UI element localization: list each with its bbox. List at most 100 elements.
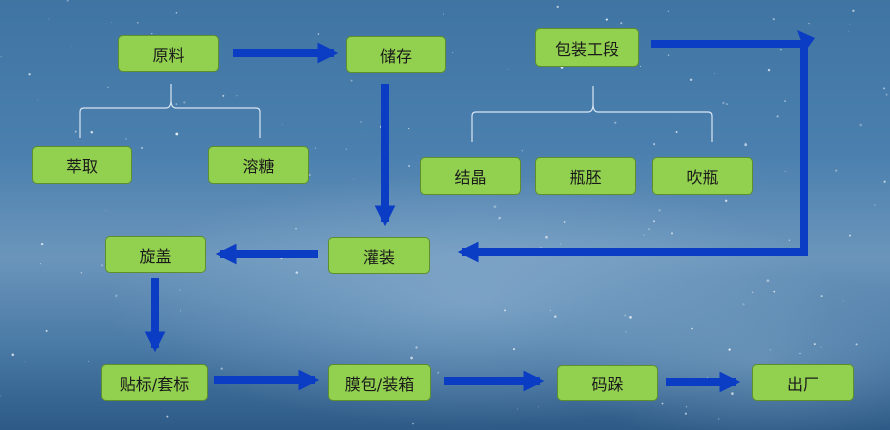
star-dot bbox=[452, 51, 454, 54]
star-dot bbox=[848, 30, 850, 32]
star-dot bbox=[714, 73, 715, 74]
star-dot bbox=[624, 314, 627, 317]
star-dot bbox=[107, 86, 109, 89]
star-dot bbox=[45, 329, 48, 332]
star-dot bbox=[74, 130, 77, 133]
bracket-raw-material bbox=[79, 84, 261, 138]
star-dot bbox=[513, 348, 515, 351]
star-dot bbox=[183, 101, 186, 104]
star-dot bbox=[653, 143, 656, 146]
star-dot bbox=[556, 5, 559, 9]
star-dot bbox=[685, 405, 688, 408]
star-dot bbox=[80, 271, 83, 274]
star-dot bbox=[784, 100, 786, 102]
star-dot bbox=[808, 22, 810, 25]
star-dot bbox=[317, 33, 320, 35]
star-dot bbox=[166, 415, 169, 418]
node-extraction: 萃取 bbox=[32, 146, 132, 184]
star-dot bbox=[88, 360, 90, 362]
star-dot bbox=[769, 349, 771, 351]
star-dot bbox=[498, 216, 501, 220]
star-dot bbox=[849, 23, 851, 25]
star-dot bbox=[179, 289, 181, 291]
star-dot bbox=[689, 78, 693, 81]
star-dot bbox=[220, 367, 223, 370]
star-dot bbox=[175, 132, 179, 136]
node-bottle-preform: 瓶胚 bbox=[535, 157, 636, 195]
star-dot bbox=[408, 127, 410, 130]
star-dot bbox=[66, 0, 69, 2]
node-storage: 储存 bbox=[346, 36, 446, 73]
star-dot bbox=[442, 13, 444, 15]
node-crystallization: 结晶 bbox=[420, 157, 521, 195]
star-dot bbox=[437, 371, 440, 374]
star-dot bbox=[691, 327, 693, 330]
star-dot bbox=[352, 178, 354, 180]
star-dot bbox=[415, 346, 418, 349]
star-dot bbox=[71, 46, 72, 47]
star-dot bbox=[410, 356, 413, 360]
star-dot bbox=[308, 174, 311, 176]
star-dot bbox=[883, 87, 886, 90]
star-dot bbox=[367, 134, 369, 136]
star-dot bbox=[136, 21, 139, 24]
star-dot bbox=[151, 33, 153, 35]
star-dot bbox=[507, 68, 509, 70]
star-dot bbox=[648, 228, 650, 230]
star-dot bbox=[667, 54, 670, 56]
node-raw-material: 原料 bbox=[118, 35, 219, 72]
star-dot bbox=[105, 210, 106, 211]
star-dot bbox=[852, 9, 855, 12]
star-dot bbox=[222, 94, 225, 97]
star-dot bbox=[640, 66, 641, 67]
star-dot bbox=[667, 10, 669, 12]
star-dot bbox=[620, 22, 623, 25]
star-dot bbox=[48, 18, 50, 20]
star-dot bbox=[661, 402, 664, 405]
star-dot bbox=[236, 95, 238, 97]
star-dot bbox=[295, 227, 297, 230]
star-dot bbox=[820, 346, 822, 348]
star-dot bbox=[111, 22, 112, 23]
star-dot bbox=[554, 315, 557, 318]
node-labeling: 贴标/套标 bbox=[101, 364, 208, 401]
bracket-packaging-section bbox=[471, 86, 713, 142]
star-dot bbox=[842, 300, 844, 302]
star-dot bbox=[835, 169, 838, 172]
star-dot bbox=[706, 376, 708, 378]
star-dot bbox=[728, 348, 731, 351]
star-dot bbox=[563, 221, 566, 223]
star-dot bbox=[350, 79, 353, 82]
star-dot bbox=[780, 49, 782, 51]
arrow-corner-tip bbox=[797, 30, 815, 52]
star-dot bbox=[772, 17, 775, 21]
star-dot bbox=[820, 295, 823, 298]
star-dot bbox=[773, 290, 776, 293]
star-dot bbox=[766, 279, 770, 283]
star-dot bbox=[498, 218, 500, 220]
star-dot bbox=[684, 412, 687, 415]
star-dot bbox=[100, 264, 104, 267]
star-dot bbox=[11, 353, 15, 357]
star-dot bbox=[855, 343, 858, 346]
star-dot bbox=[614, 121, 617, 124]
node-bottle-blowing: 吹瓶 bbox=[652, 157, 753, 195]
star-dot bbox=[24, 361, 26, 362]
star-dot bbox=[744, 143, 748, 147]
star-dot bbox=[813, 343, 816, 346]
star-dot bbox=[799, 352, 801, 355]
star-dot bbox=[718, 418, 720, 420]
node-packaging-section: 包装工段 bbox=[535, 28, 639, 67]
star-dot bbox=[874, 204, 876, 206]
star-dot bbox=[314, 147, 316, 149]
star-dot bbox=[731, 392, 734, 395]
star-dot bbox=[549, 309, 551, 311]
star-dot bbox=[503, 309, 507, 312]
star-dot bbox=[776, 115, 779, 118]
star-dot bbox=[282, 124, 283, 126]
star-dot bbox=[28, 73, 31, 76]
node-sugar-dissolving: 溶糖 bbox=[208, 146, 309, 184]
star-dot bbox=[40, 242, 44, 246]
star-dot bbox=[493, 205, 497, 209]
